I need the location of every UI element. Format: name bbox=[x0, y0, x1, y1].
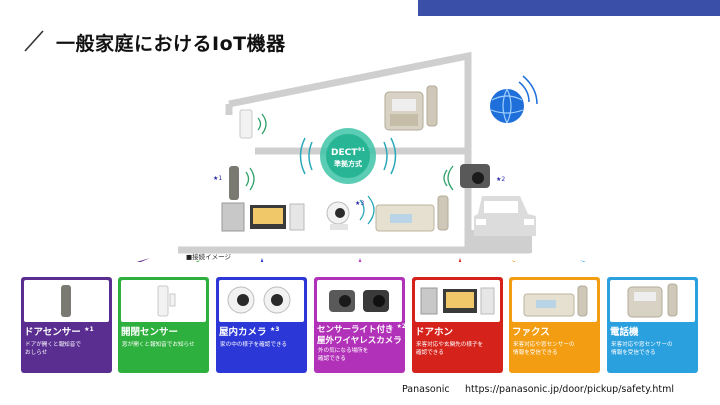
page-title: 一般家庭におけるIoT機器 bbox=[56, 33, 286, 55]
door-sensor-icon bbox=[24, 280, 109, 322]
fax-device-icon bbox=[375, 195, 449, 232]
house-illustration bbox=[136, 51, 586, 262]
category-desc: 家の中の様子を確認できる bbox=[220, 342, 288, 348]
category-indoor-camera: 屋内カメラ ★3 家の中の様子を確認できる bbox=[216, 277, 307, 373]
category-title: ファクス bbox=[512, 327, 550, 338]
category-desc: 来客対応や窓センサーの情報を受信できる bbox=[611, 342, 673, 356]
category-title: 電話機 bbox=[610, 327, 639, 338]
category-title: ドアセンサー ★1 bbox=[24, 325, 94, 338]
connection-image-label: ■接続イメージ bbox=[186, 253, 232, 261]
car-icon bbox=[474, 196, 536, 236]
top-bar-right bbox=[418, 0, 720, 16]
dect-badge bbox=[299, 128, 397, 184]
doorphone-device-icon bbox=[221, 202, 305, 232]
indoor-camera-icon bbox=[219, 280, 304, 322]
category-window-sensor: 開閉センサー 窓が開くと報知音でお知らせ bbox=[118, 277, 209, 373]
marker-star3: ★3 bbox=[355, 200, 365, 207]
footer-url-link[interactable]: https://panasonic.jp/door/pickup/safety.… bbox=[465, 384, 675, 395]
outdoor-camera-icon bbox=[317, 280, 402, 322]
marker-star2: ★2 bbox=[496, 176, 506, 183]
door-sensor-device-icon bbox=[229, 166, 255, 200]
outdoor-camera-device-icon bbox=[443, 164, 490, 191]
top-bar-left bbox=[0, 0, 418, 16]
category-outdoor-camera: センサーライト付き ★2 屋外ワイヤレスカメラ 外の気になる場所を確認できる bbox=[314, 277, 405, 373]
category-door-sensor: ドアセンサー ★1 ドアが開くと報知音でおしらせ bbox=[21, 277, 112, 373]
category-desc: 窓が開くと報知音でお知らせ bbox=[122, 342, 195, 348]
category-title-line2: 屋外ワイヤレスカメラ bbox=[317, 336, 402, 346]
category-desc: 来客対応や玄関先の様子を確認できる bbox=[416, 342, 484, 356]
top-accent-bar bbox=[0, 0, 720, 16]
category-telephone: 電話機 来客対応や窓センサーの情報を受信できる bbox=[607, 277, 698, 373]
upstairs-telephone-icon bbox=[384, 85, 438, 131]
upper-window-sensor-icon bbox=[239, 109, 267, 139]
dect-label: DECT※1 bbox=[331, 148, 365, 158]
category-title: 屋内カメラ ★3 bbox=[219, 325, 280, 338]
globe-icon bbox=[490, 75, 538, 124]
window-sensor-icon bbox=[121, 280, 206, 322]
category-fax: ファクス 来客対応や窓センサーの情報を受信できる bbox=[509, 277, 600, 373]
dect-subtitle: 準拠方式 bbox=[334, 160, 362, 168]
fax-icon bbox=[512, 280, 597, 322]
title-slash-icon bbox=[24, 30, 44, 52]
marker-star1: ★1 bbox=[213, 175, 223, 182]
doorphone-icon bbox=[415, 280, 500, 322]
category-desc: 来客対応や窓センサーの情報を受信できる bbox=[513, 342, 575, 356]
category-title: ドアホン bbox=[415, 327, 454, 338]
indoor-camera-device-icon bbox=[326, 201, 350, 230]
category-title: 開閉センサー bbox=[121, 327, 179, 338]
category-title: センサーライト付き ★2 bbox=[317, 323, 405, 335]
footer-source: Panasonic bbox=[402, 384, 450, 395]
callout-connectors bbox=[136, 258, 586, 262]
telephone-icon bbox=[610, 280, 695, 322]
category-desc: 外の気になる場所を確認できる bbox=[318, 348, 369, 362]
category-desc: ドアが開くと報知音でおしらせ bbox=[25, 342, 81, 356]
category-doorphone: ドアホン 来客対応や玄関先の様子を確認できる bbox=[412, 277, 503, 373]
